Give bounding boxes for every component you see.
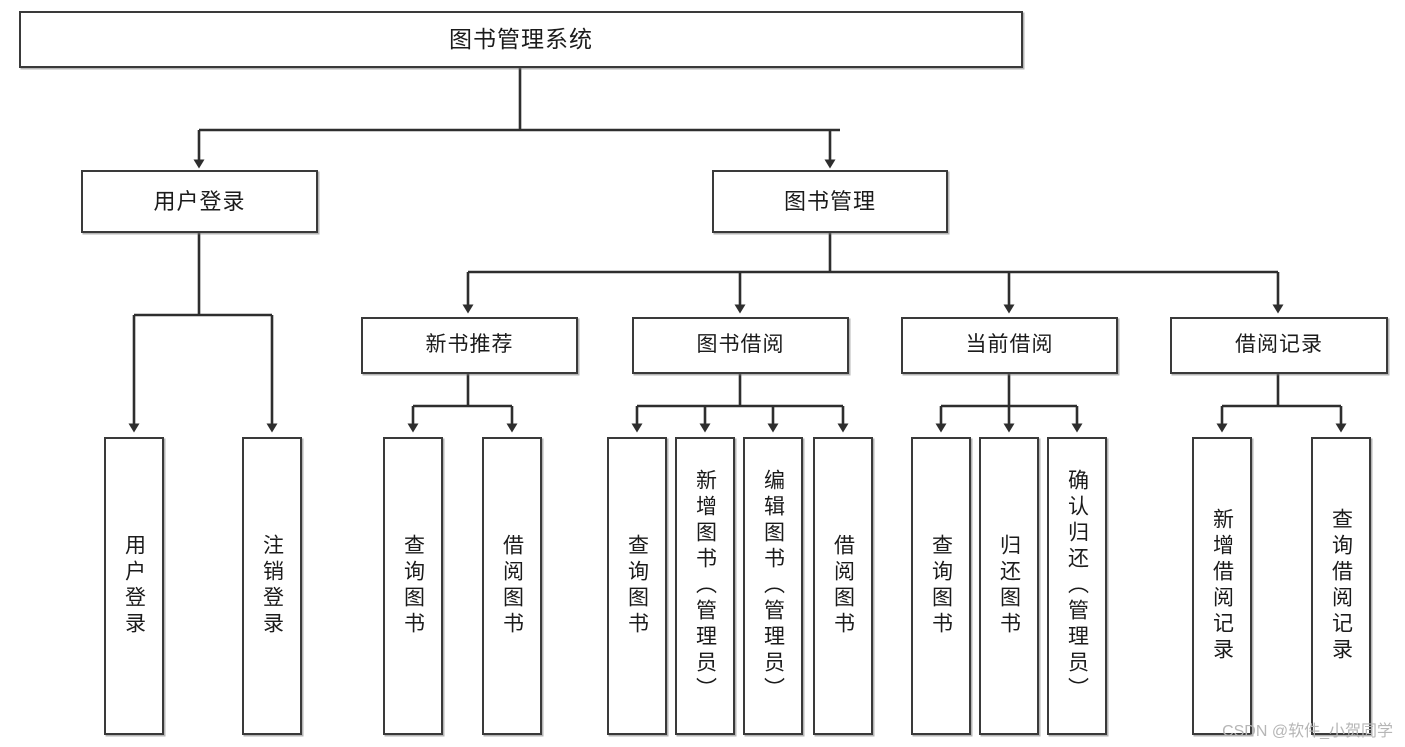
leaf-recommend-borrow-book[interactable]: 借阅图书 <box>482 437 542 735</box>
node-label: 新书推荐 <box>425 333 514 357</box>
node-label: 新增借阅记录 <box>1210 508 1234 664</box>
node-label: 图书管理系统 <box>449 26 593 53</box>
leaf-borrow-edit-book-admin[interactable]: 编辑图书（管理员） <box>743 437 803 735</box>
leaf-user-login[interactable]: 用户登录 <box>104 437 164 735</box>
node-current-borrow[interactable]: 当前借阅 <box>901 317 1118 374</box>
node-label: 借阅图书 <box>500 534 524 638</box>
node-root-system[interactable]: 图书管理系统 <box>19 11 1023 68</box>
leaf-user-logout[interactable]: 注销登录 <box>242 437 302 735</box>
node-label: 图书借阅 <box>696 333 785 357</box>
node-user-login[interactable]: 用户登录 <box>81 170 318 233</box>
leaf-record-add-record[interactable]: 新增借阅记录 <box>1192 437 1252 735</box>
node-label: 归还图书 <box>997 534 1021 638</box>
node-label: 查询图书 <box>401 534 425 638</box>
node-label: 查询图书 <box>625 534 649 638</box>
leaf-borrow-borrow-book[interactable]: 借阅图书 <box>813 437 873 735</box>
node-label: 注销登录 <box>260 534 284 638</box>
leaf-current-confirm-return-admin[interactable]: 确认归还（管理员） <box>1047 437 1107 735</box>
node-label: 借阅记录 <box>1235 333 1323 357</box>
node-book-borrow[interactable]: 图书借阅 <box>632 317 849 374</box>
node-book-management[interactable]: 图书管理 <box>712 170 948 233</box>
watermark: CSDN @软件_小贺同学 <box>1222 723 1393 740</box>
node-label: 新增图书（管理员） <box>693 469 717 703</box>
node-label: 图书管理 <box>783 188 876 214</box>
node-label: 借阅图书 <box>831 534 855 638</box>
leaf-current-return-book[interactable]: 归还图书 <box>979 437 1039 735</box>
leaf-recommend-query-book[interactable]: 查询图书 <box>383 437 443 735</box>
leaf-borrow-add-book-admin[interactable]: 新增图书（管理员） <box>675 437 735 735</box>
leaf-borrow-query-book[interactable]: 查询图书 <box>607 437 667 735</box>
leaf-record-query-record[interactable]: 查询借阅记录 <box>1311 437 1371 735</box>
node-label: 查询借阅记录 <box>1329 508 1353 664</box>
node-label: 用户登录 <box>153 188 246 214</box>
node-label: 确认归还（管理员） <box>1065 469 1089 703</box>
node-label: 查询图书 <box>929 534 953 638</box>
node-label: 当前借阅 <box>965 333 1054 357</box>
node-new-book-recommend[interactable]: 新书推荐 <box>361 317 578 374</box>
node-label: 编辑图书（管理员） <box>761 469 785 703</box>
leaf-current-query-book[interactable]: 查询图书 <box>911 437 971 735</box>
node-label: 用户登录 <box>122 534 146 638</box>
node-borrow-record[interactable]: 借阅记录 <box>1170 317 1388 374</box>
